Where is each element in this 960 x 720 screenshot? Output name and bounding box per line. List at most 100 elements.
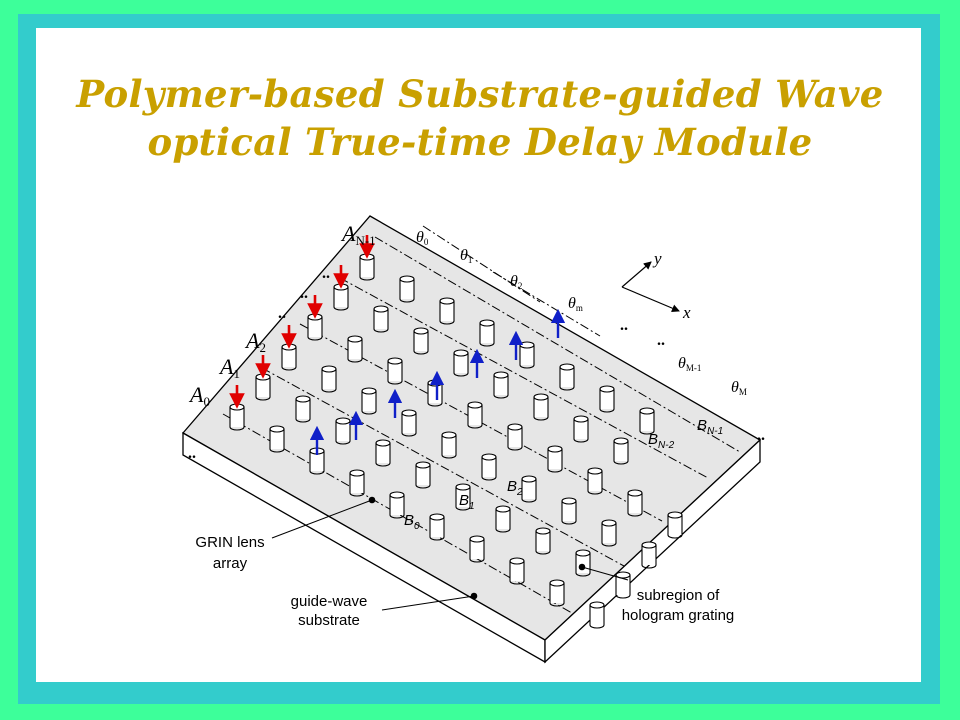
grin-lens-5 (307, 313, 323, 341)
lens-body (362, 391, 376, 411)
lens-bottom-rim (415, 484, 431, 489)
callout-holo-line-1: subregion of (637, 587, 720, 604)
lens-top-rim (335, 417, 351, 425)
lens-top-rim (507, 423, 523, 431)
lens-body (416, 465, 430, 485)
lens-bottom-rim (373, 328, 389, 333)
label-theta-0: θ0 (416, 229, 429, 247)
ellipsis-left-edge: .. (188, 445, 196, 462)
lens-body (456, 487, 470, 507)
callout-grin-line-1: GRIN lens (195, 534, 264, 551)
lens-body (230, 407, 244, 427)
lens-bottom-rim (495, 528, 511, 533)
title-line-1: Polymer-based Substrate-guided Wave (76, 72, 884, 116)
lens-top-rim (641, 541, 657, 549)
callout-guide-line-2: substrate (298, 612, 360, 629)
lens-body (256, 377, 270, 397)
lens-bottom-rim (333, 306, 349, 311)
lens-top-rim (321, 365, 337, 373)
grin-lens-0 (359, 253, 375, 281)
lens-body (296, 399, 310, 419)
lens-top-rim (613, 437, 629, 445)
lens-top-rim (401, 409, 417, 417)
lens-top-rim (429, 513, 445, 521)
lens-body (480, 323, 494, 343)
lens-bottom-rim (387, 380, 403, 385)
lens-bottom-rim (375, 462, 391, 467)
ellipsis-a-3: .. (278, 305, 286, 322)
lens-bottom-rim (349, 492, 365, 497)
grating-line-5 (422, 225, 541, 303)
grin-lens-48 (535, 527, 551, 555)
lens-bottom-rim (309, 470, 325, 475)
lens-body (600, 389, 614, 409)
lens-bottom-rim (479, 342, 495, 347)
ellipsis-m-2: .. (657, 332, 665, 349)
lens-bottom-rim (559, 386, 575, 391)
label-a-1: A1 (218, 354, 240, 381)
grin-lens-27 (335, 417, 351, 445)
label-b-n-2: BN-2 (648, 431, 675, 451)
grin-lens-7 (413, 327, 429, 355)
lens-body (308, 317, 322, 337)
grating-line-3 (339, 277, 709, 479)
lens-top-rim (575, 549, 591, 557)
lens-bottom-rim (615, 594, 631, 599)
lens-body (270, 429, 284, 449)
lens-bottom-rim (453, 372, 469, 377)
ellipsis-m-1: .. (620, 317, 628, 334)
lens-bottom-rim (269, 448, 285, 453)
grin-lens-52 (509, 557, 525, 585)
lens-body (454, 353, 468, 373)
lens-body (430, 517, 444, 537)
title-line-2: optical True-time Delay Module (147, 120, 813, 164)
grin-lens-28 (507, 423, 523, 451)
label-b-2: B2 (507, 478, 523, 498)
lens-top-rim (333, 283, 349, 291)
grin-lens-36 (415, 461, 431, 489)
grin-lens-29 (269, 425, 285, 453)
lens-body (640, 411, 654, 431)
lens-body (376, 443, 390, 463)
lens-body (482, 457, 496, 477)
label-theta-2: θ2 (510, 273, 522, 291)
lens-bottom-rim (533, 416, 549, 421)
grin-lens-15 (493, 371, 509, 399)
lens-top-rim (587, 467, 603, 475)
lens-bottom-rim (561, 520, 577, 525)
lens-body (468, 405, 482, 425)
grin-lens-8 (347, 335, 363, 363)
lens-bottom-rim (573, 438, 589, 443)
axis-label-x: x (682, 303, 691, 322)
label-theta-m-1: θM-1 (678, 355, 701, 373)
lens-bottom-rim (467, 424, 483, 429)
grin-lens-49 (469, 535, 485, 563)
lens-top-rim (469, 535, 485, 543)
lens-bottom-rim (481, 476, 497, 481)
lens-bottom-rim (639, 430, 655, 435)
lens-top-rim (389, 491, 405, 499)
lens-body (560, 367, 574, 387)
lens-top-rim (639, 407, 655, 415)
lens-body (414, 331, 428, 351)
grin-lens-47 (601, 519, 617, 547)
lens-bottom-rim (439, 320, 455, 325)
grin-lens-19 (361, 387, 377, 415)
lens-body (668, 515, 682, 535)
lens-bottom-rim (469, 558, 485, 563)
label-theta-big-m: θM (731, 379, 747, 397)
lens-top-rim (295, 395, 311, 403)
lens-body (400, 279, 414, 299)
grin-lens-50 (641, 541, 657, 569)
lens-top-rim (519, 341, 535, 349)
grin-lens-13 (559, 363, 575, 391)
ellipsis-a-2: .. (300, 285, 308, 302)
lens-body (282, 347, 296, 367)
lens-top-rim (399, 275, 415, 283)
lens-top-rim (439, 297, 455, 305)
lens-top-rim (387, 357, 403, 365)
lens-bottom-rim (307, 336, 323, 341)
lens-bottom-rim (493, 394, 509, 399)
lens-bottom-rim (641, 564, 657, 569)
